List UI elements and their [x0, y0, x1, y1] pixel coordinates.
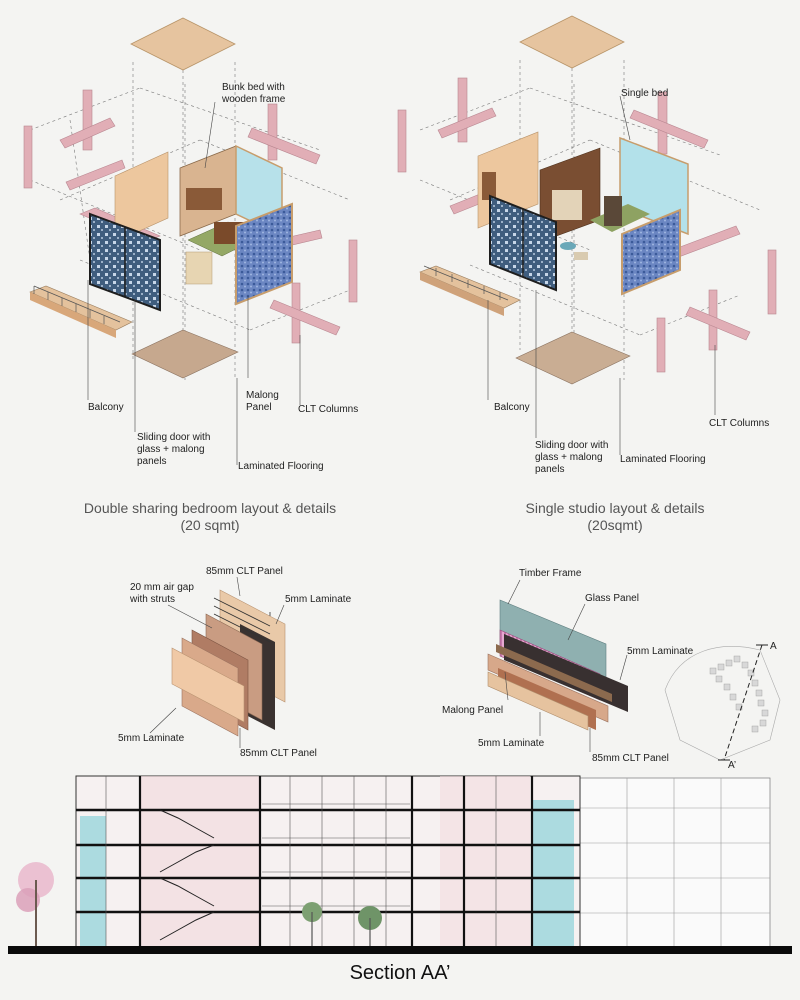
- label-laminated-flooring-right: Laminated Flooring: [620, 454, 706, 465]
- clt-columns-right: [397, 77, 777, 373]
- label-laminate-bottom-right: 5mm Laminate: [478, 738, 545, 749]
- label-single-bed: Single bed: [621, 88, 669, 99]
- key-plan: [664, 644, 781, 761]
- caption-single-studio: Single studio layout & details (20sqmt): [455, 500, 775, 534]
- label-glass-panel: Glass Panel: [585, 593, 639, 604]
- label-balcony-right: Balcony: [494, 402, 530, 413]
- label-clt-panel-right: 85mm CLT Panel: [592, 753, 669, 764]
- malong-panel-left: [235, 202, 293, 306]
- roof-panel-right: [519, 15, 625, 69]
- label-laminate-bottom-left: 5mm Laminate: [118, 733, 185, 744]
- caption-single-studio-title: Single studio layout & details: [525, 500, 705, 516]
- label-laminate-top-left: 5mm Laminate: [285, 594, 352, 605]
- label-sliding-door-left: Sliding door with glass + malong panels: [137, 432, 211, 467]
- section-staircase: [159, 809, 215, 941]
- malong-panel-right: [621, 208, 681, 296]
- label-bunk-bed: Bunk bed with wooden frame: [222, 82, 286, 105]
- section-trees: [16, 862, 382, 948]
- floor-panel-right: [515, 331, 631, 385]
- section-drawing: [8, 775, 792, 954]
- wall-detail-right: [487, 579, 628, 752]
- label-clt-columns-right: CLT Columns: [709, 418, 770, 429]
- section-title: Section AA’: [349, 962, 451, 984]
- label-malong-panel-right: Malong Panel: [442, 705, 504, 716]
- balcony-left: [29, 285, 133, 338]
- leader-lines-left: [87, 101, 301, 465]
- single-studio-axo: [397, 15, 777, 455]
- label-balcony-left: Balcony: [88, 402, 124, 413]
- section-ground-line: [8, 946, 792, 954]
- caption-double-sharing-area: (20 sqmt): [180, 517, 240, 533]
- label-clt-panel-bottom-left: 85mm CLT Panel: [240, 748, 317, 759]
- floor-panel-left: [131, 329, 239, 379]
- studio-furniture: [539, 147, 650, 260]
- label-malong-panel-left: Malong Panel: [246, 390, 279, 413]
- double-sharing-axo: [23, 17, 358, 465]
- roof-panel-left: [130, 17, 236, 71]
- key-plan-marker-a-prime: A’: [728, 760, 736, 771]
- label-sliding-door-right: Sliding door with glass + malong panels: [535, 440, 609, 475]
- label-air-gap: 20 mm air gap with struts: [130, 582, 194, 605]
- label-clt-panel-top-left: 85mm CLT Panel: [206, 566, 283, 577]
- key-plan-marker-a: A: [770, 641, 777, 652]
- wall-detail-left: [149, 576, 286, 748]
- label-laminate-top-right: 5mm Laminate: [627, 646, 694, 657]
- balcony-right: [419, 265, 521, 316]
- wood-wall-left: [114, 151, 169, 243]
- label-timber-frame: Timber Frame: [519, 568, 582, 579]
- caption-single-studio-area: (20sqmt): [587, 517, 643, 533]
- label-laminated-flooring-left: Laminated Flooring: [238, 461, 324, 472]
- leader-lines-right: [487, 95, 716, 455]
- caption-double-sharing: Double sharing bedroom layout & details …: [40, 500, 380, 534]
- label-clt-columns-left: CLT Columns: [298, 404, 359, 415]
- caption-double-sharing-title: Double sharing bedroom layout & details: [83, 500, 337, 516]
